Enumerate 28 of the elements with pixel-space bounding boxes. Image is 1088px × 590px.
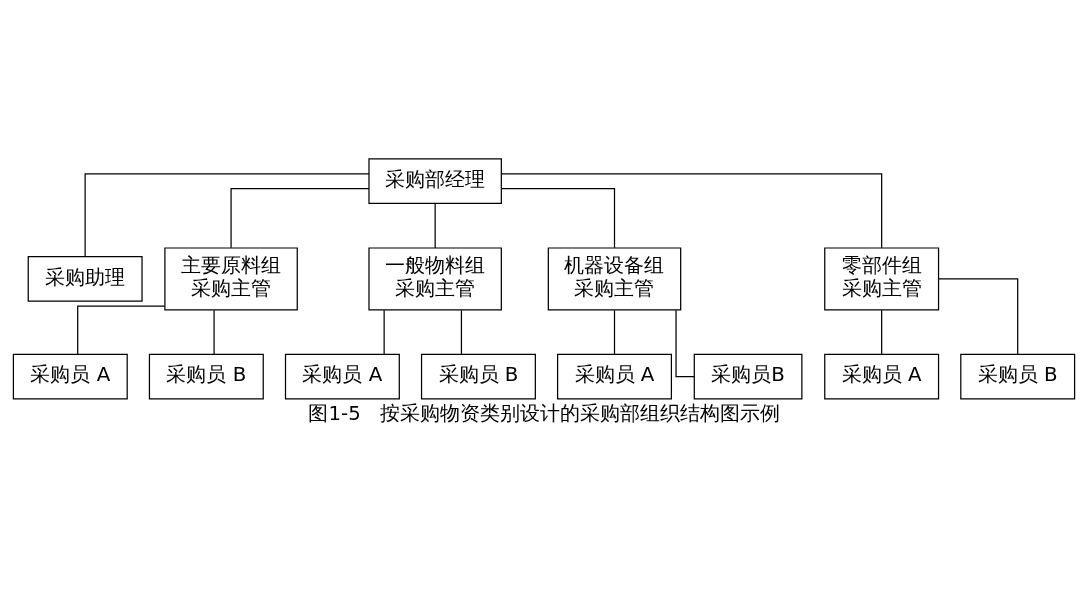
connector <box>500 173 883 249</box>
connector <box>434 203 436 249</box>
node-box: 采购员 B <box>148 353 264 400</box>
connector <box>383 309 385 355</box>
connector <box>460 309 463 355</box>
caption: 图1-5 按采购物资类别设计的采购部组织结构图示例 <box>308 401 780 425</box>
connector <box>675 309 695 378</box>
node-box: 主要原料组 采购主管 <box>164 247 298 311</box>
connector <box>84 173 370 258</box>
connector <box>881 309 883 355</box>
node-box: 采购员 A <box>824 353 940 400</box>
node-box: 采购员 A <box>557 353 672 400</box>
connector <box>613 309 616 355</box>
node-box: 采购员B <box>693 353 803 400</box>
connector <box>77 305 166 355</box>
connector <box>230 188 370 249</box>
node-box: 采购员 A <box>12 353 128 400</box>
node-box: 机器设备组 采购主管 <box>547 247 682 311</box>
connector <box>937 278 1019 355</box>
node-box: 采购助理 <box>27 256 143 302</box>
node-box: 采购员 B <box>420 353 536 400</box>
node-box: 采购部经理 <box>368 158 502 205</box>
node-box: 采购员 B <box>960 353 1076 400</box>
node-box: 采购员 A <box>284 353 400 400</box>
connector <box>500 188 616 249</box>
node-box: 零部件组 采购主管 <box>824 247 940 311</box>
connector <box>213 309 215 355</box>
node-box: 一般物料组 采购主管 <box>368 247 502 311</box>
